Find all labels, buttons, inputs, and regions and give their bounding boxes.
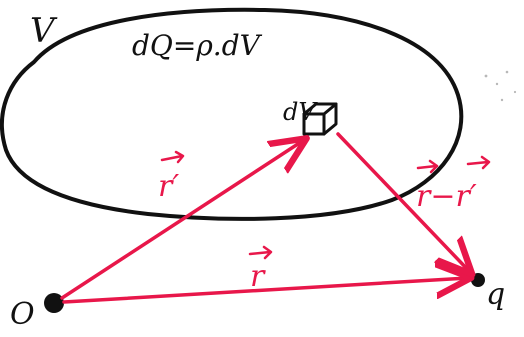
cube-icon: [302, 102, 338, 136]
point-charge-dot: [471, 273, 485, 287]
vector-r-label: r: [250, 259, 266, 294]
vector-r-arrow: [62, 278, 468, 304]
point-charge-label: q: [486, 277, 505, 312]
vector-r-minus-r-prime-label: r−r′: [416, 179, 477, 214]
vector-r-prime-label: r′: [158, 169, 179, 204]
vector-r-prime-label-group: r′: [158, 150, 185, 204]
volume-element-label: dV: [283, 98, 318, 126]
scan-specks: [484, 70, 517, 102]
vector-r-label-group: r: [248, 245, 273, 294]
vector-r-minus-r-prime-label-group: r−r′: [416, 155, 491, 214]
vector-r-prime-arrow: [60, 140, 304, 300]
volume-region-outline: [0, 7, 464, 221]
origin-point: [44, 293, 64, 313]
charge-element-equation: dQ=ρ.dV: [132, 29, 263, 62]
origin-label: O: [10, 297, 35, 332]
vector-r-minus-r-prime-arrow: [336, 132, 470, 272]
volume-label: V: [30, 11, 58, 51]
